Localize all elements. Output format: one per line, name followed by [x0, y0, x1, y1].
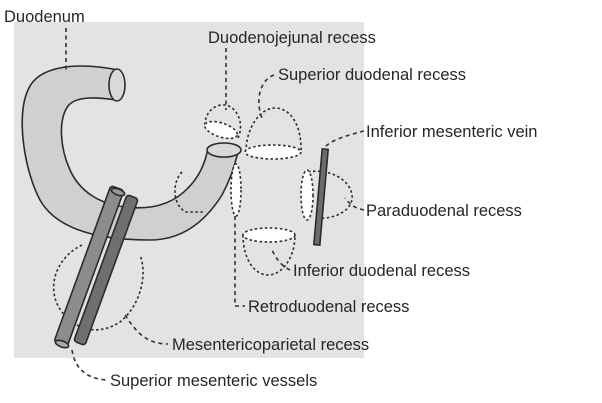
retroduodenal-recess-opening	[231, 164, 241, 216]
label-retroduodenal-recess: Retroduodenal recess	[248, 298, 409, 316]
label-duodenum: Duodenum	[4, 8, 85, 26]
label-inferior-mesenteric-vein: Inferior mesenteric vein	[366, 123, 538, 141]
label-duodenojejunal-recess: Duodenojejunal recess	[208, 29, 376, 47]
label-paraduodenal-recess: Paraduodenal recess	[366, 202, 522, 220]
label-inferior-duodenal-recess: Inferior duodenal recess	[293, 262, 470, 280]
paraduodenal-recess-opening	[301, 170, 313, 220]
duodenojejunal-flexure-opening	[207, 143, 241, 157]
duodenum-upper-opening	[109, 69, 125, 101]
inferior-duodenal-recess-opening	[243, 228, 295, 242]
label-superior-mesenteric-vessels: Superior mesenteric vessels	[110, 372, 317, 390]
superior-duodenal-recess-opening	[245, 145, 301, 159]
label-mesentericoparietal-recess: Mesentericoparietal recess	[172, 336, 369, 354]
label-superior-duodenal-recess: Superior duodenal recess	[278, 66, 466, 84]
